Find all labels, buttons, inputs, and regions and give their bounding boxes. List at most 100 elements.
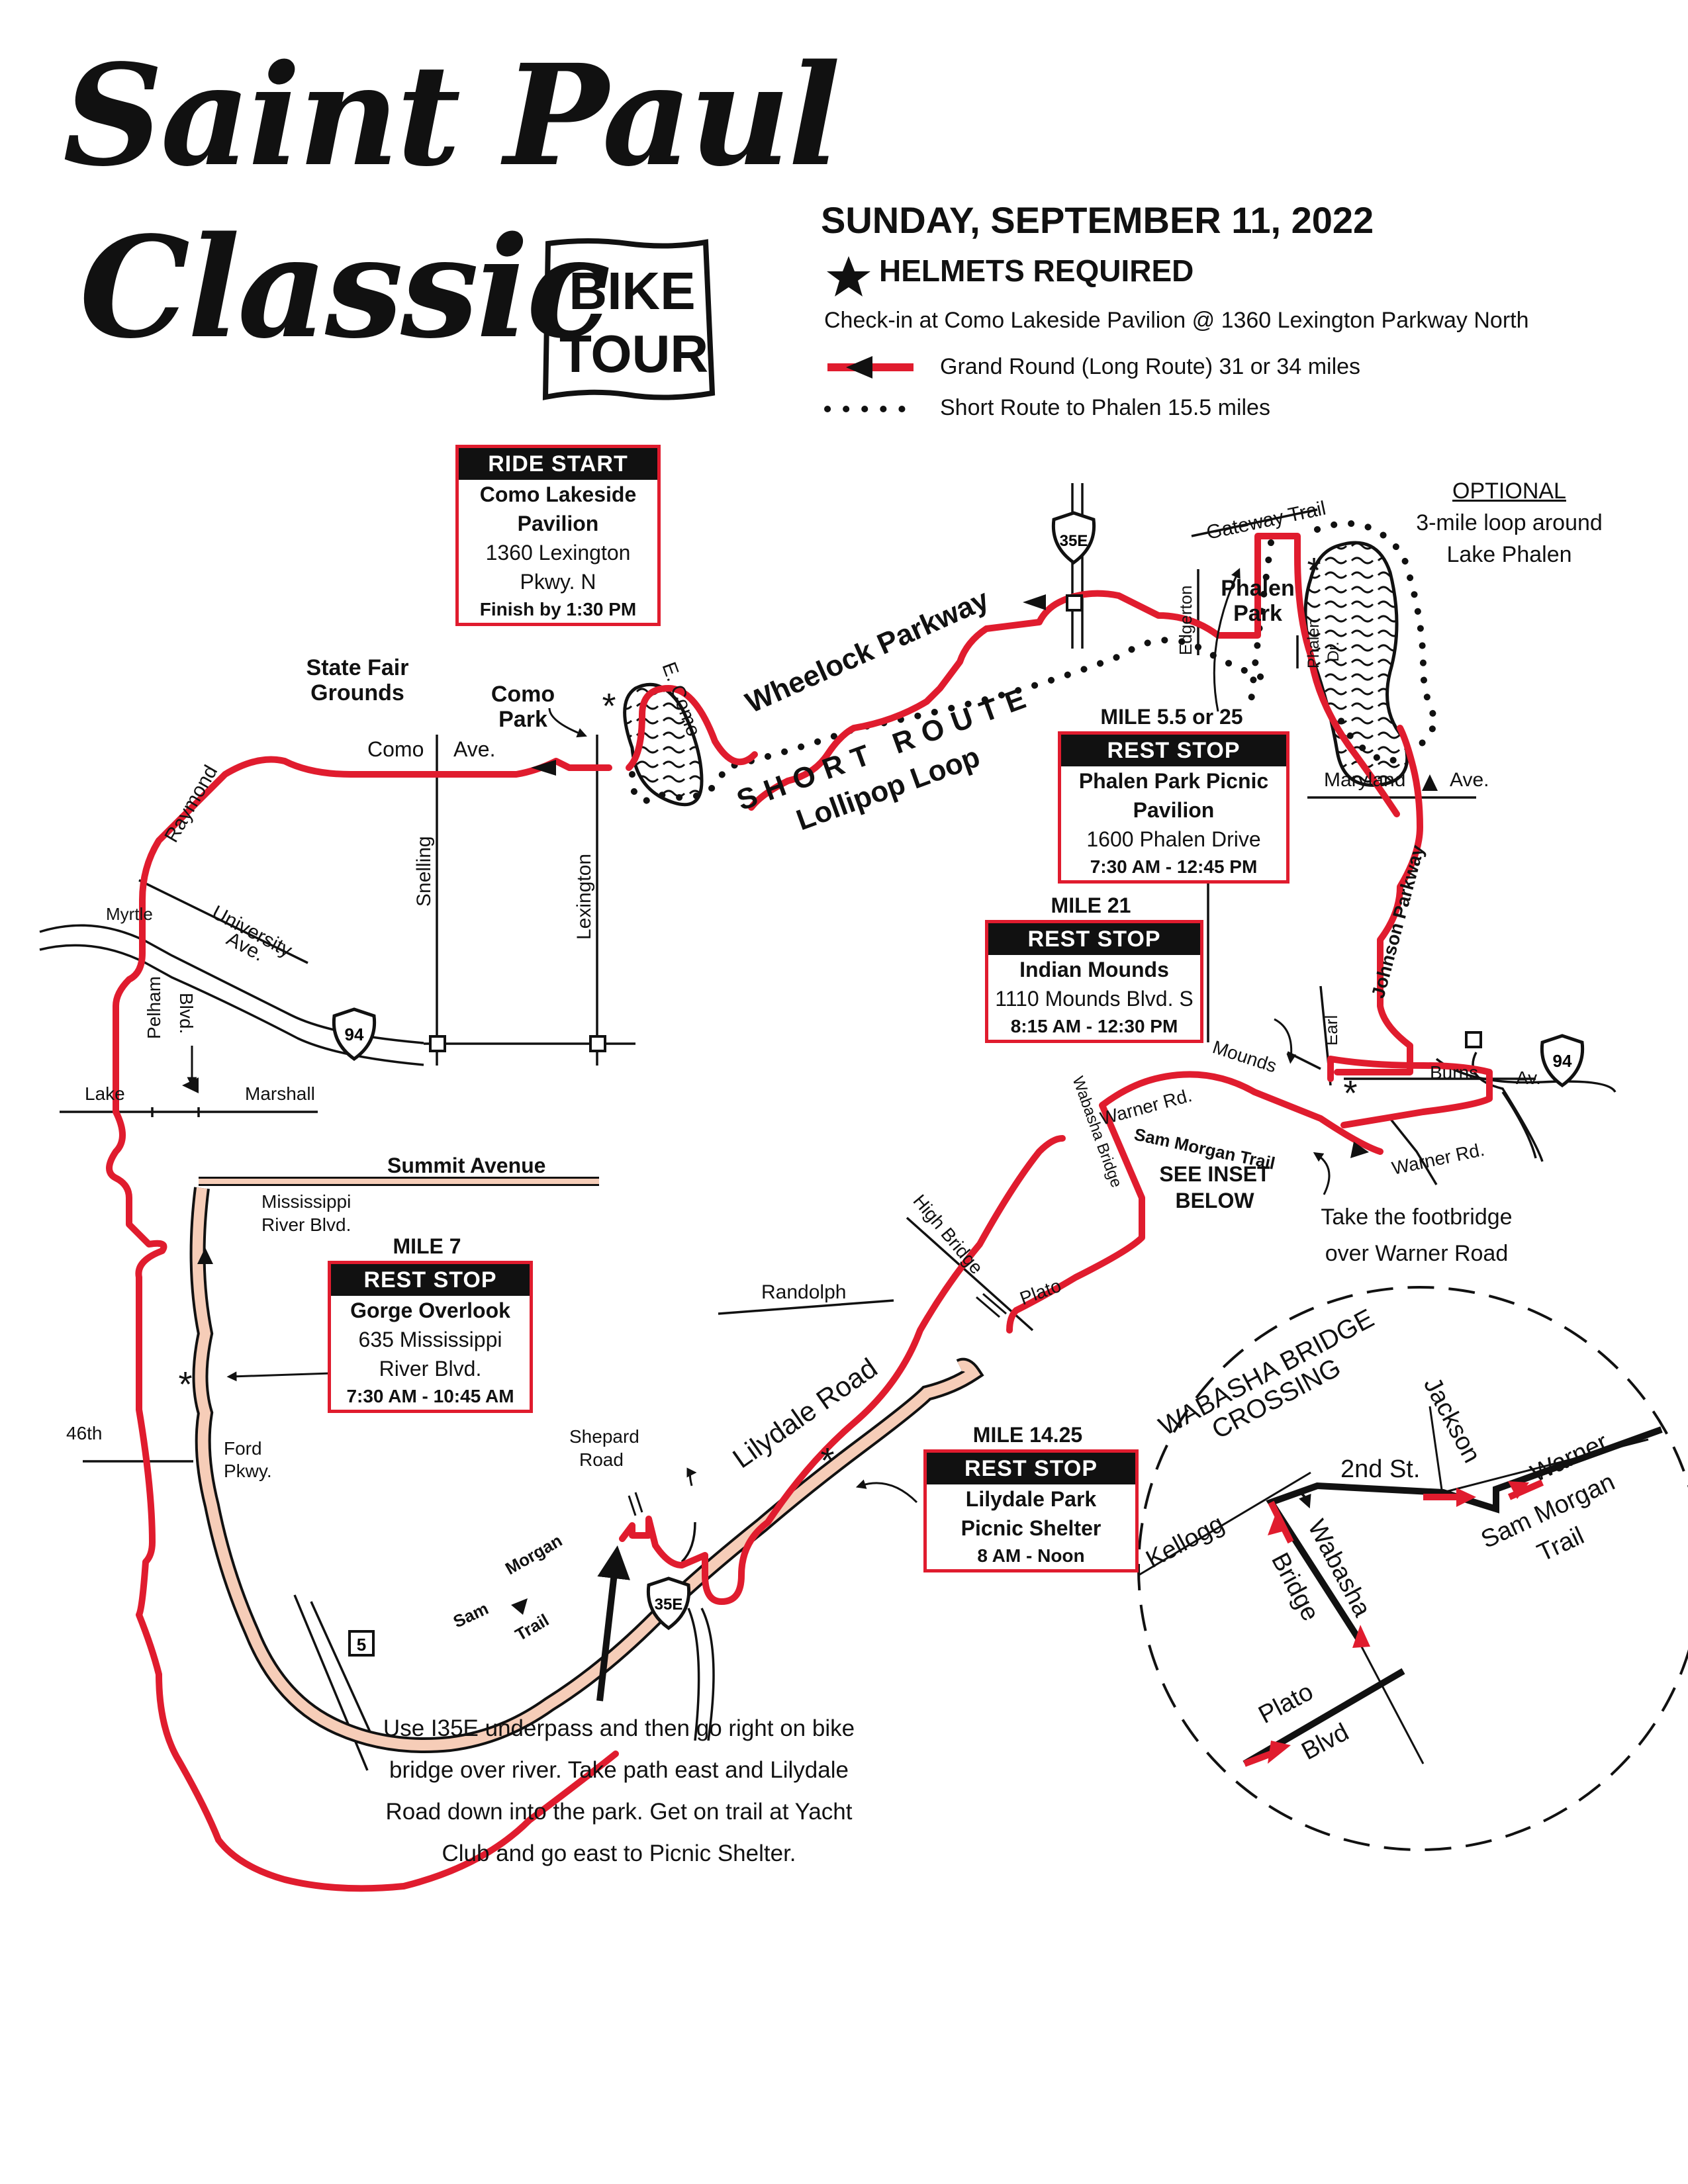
label-miss-2: River Blvd.: [261, 1214, 351, 1235]
label-phalen-dr-2: Dr.: [1325, 641, 1342, 662]
inset-bridge: Bridge: [1266, 1549, 1325, 1626]
optional-title: OPTIONAL: [1452, 478, 1566, 504]
ride-start-box: RIDE START Como Lakeside Pavilion 1360 L…: [455, 445, 661, 626]
rest-stop-markers: * * * * *: [178, 551, 1357, 1480]
inset-title-1: WABASHA BRIDGE: [1154, 1304, 1379, 1441]
lilydale-time: 8 AM - Noon: [977, 1545, 1085, 1566]
label-footbridge-2: over Warner Road: [1325, 1241, 1509, 1266]
title-saint-paul: Saint Paul: [63, 34, 841, 197]
inset-plato: Plato: [1254, 1678, 1318, 1729]
mounds-addr: 1110 Mounds Blvd. S: [995, 987, 1194, 1011]
svg-text:*: *: [1307, 551, 1321, 590]
underpass-line-1: Use I35E underpass and then go right on …: [383, 1715, 855, 1741]
label-phalen-park-1: Phalen: [1221, 576, 1294, 601]
label-state-fair-2: Grounds: [310, 680, 404, 705]
ride-start-time: Finish by 1:30 PM: [479, 599, 637, 619]
label-plato: Plato: [1017, 1275, 1064, 1309]
svg-text:5: 5: [357, 1635, 366, 1655]
ride-start-addr-1: 1360 Lexington: [485, 541, 631, 565]
label-warner-rd-south: Warner Rd.: [1390, 1139, 1486, 1179]
svg-text:*: *: [602, 686, 616, 726]
label-morgan: Morgan: [502, 1530, 565, 1578]
phalen-name-2: Pavilion: [1133, 798, 1215, 822]
lilydale-mile: MILE 14.25: [972, 1423, 1083, 1447]
label-maryland: Maryland: [1324, 769, 1405, 791]
label-lake: Lake: [85, 1083, 125, 1104]
gorge-addr-1: 635 Mississippi: [358, 1328, 502, 1351]
label-ford-1: Ford: [224, 1438, 262, 1459]
badge-tour: TOUR: [559, 324, 709, 383]
gorge-name: Gorge Overlook: [350, 1298, 510, 1322]
label-ford-2: Pkwy.: [224, 1461, 272, 1481]
label-wheelock: Wheelock Parkway: [741, 583, 994, 719]
gorge-mile: MILE 7: [393, 1234, 461, 1258]
phalen-addr: 1600 Phalen Drive: [1086, 827, 1261, 851]
label-mounds: Mounds: [1210, 1036, 1279, 1076]
underpass-arrow: [596, 1545, 630, 1702]
label-pelham-2: Blvd.: [176, 993, 197, 1034]
label-state-fair-1: State Fair: [306, 655, 409, 680]
ride-start-name-1: Como Lakeside: [479, 482, 637, 506]
label-burns-av: Av.: [1516, 1068, 1541, 1088]
callout-arrows: [226, 568, 1331, 1504]
interstate-35e-north: 35E: [1051, 511, 1096, 565]
phalen-rest-stop-box: REST STOP Phalen Park Picnic Pavilion 16…: [1058, 731, 1289, 884]
phalen-header: REST STOP: [1061, 735, 1286, 766]
label-earl: Earl: [1321, 1015, 1341, 1046]
svg-text:35E: 35E: [1060, 532, 1088, 550]
label-como-ave-1: Como: [367, 737, 424, 761]
label-miss-1: Mississippi: [261, 1191, 351, 1212]
lilydale-name-2: Picnic Shelter: [961, 1516, 1102, 1540]
title-classic: Classic: [79, 206, 611, 369]
wabasha-inset: WABASHA BRIDGE CROSSING Kellogg 2nd St. …: [1137, 1286, 1688, 1851]
mounds-header: REST STOP: [988, 923, 1200, 955]
interstate-94-east: 94: [1540, 1034, 1585, 1088]
legend-long-route-label: Grand Round (Long Route) 31 or 34 miles: [940, 354, 1361, 379]
svg-text:*: *: [820, 1441, 834, 1480]
badge-bike: BIKE: [569, 261, 696, 320]
label-myrtle: Myrtle: [106, 904, 153, 924]
lilydale-name-1: Lilydale Park: [965, 1487, 1097, 1511]
gorge-time: 7:30 AM - 10:45 AM: [346, 1386, 514, 1406]
phalen-mile: MILE 5.5 or 25: [1100, 705, 1243, 729]
label-shepard-1: Shepard: [569, 1426, 639, 1447]
label-phalen-dr-1: Phalen: [1305, 619, 1323, 668]
mounds-mile: MILE 21: [1051, 893, 1131, 917]
checkin-info: Check-in at Como Lakeside Pavilion @ 136…: [824, 308, 1529, 333]
label-pelham-1: Pelham: [144, 976, 164, 1039]
gorge-addr-2: River Blvd.: [379, 1357, 482, 1381]
inset-kellogg: Kellogg: [1142, 1510, 1229, 1574]
route-arrows: [182, 594, 1438, 1615]
label-high-bridge: High Bridge: [909, 1191, 987, 1278]
label-lexington: Lexington: [573, 854, 595, 940]
underpass-note: Use I35E underpass and then go right on …: [367, 1707, 870, 1874]
label-edgerton: Edgerton: [1176, 585, 1196, 655]
underpass-line-3: Road down into the park. Get on trail at…: [385, 1799, 853, 1825]
legend-short-route-label: Short Route to Phalen 15.5 miles: [940, 395, 1270, 420]
ride-start-name-2: Pavilion: [517, 512, 599, 535]
label-johnson: Johnson Parkway: [1368, 842, 1429, 1000]
helmets-required: HELMETS REQUIRED: [879, 253, 1194, 288]
gorge-rest-stop-box: REST STOP Gorge Overlook 635 Mississippi…: [328, 1261, 533, 1413]
label-trail: Trail: [512, 1610, 552, 1645]
mounds-time: 8:15 AM - 12:30 PM: [1010, 1016, 1178, 1036]
svg-text:*: *: [1343, 1073, 1357, 1113]
underpass-line-4: Club and go east to Picnic Shelter.: [442, 1841, 796, 1866]
inset-jackson: Jackson: [1418, 1373, 1486, 1468]
svg-text:*: *: [178, 1365, 192, 1404]
svg-text:35E: 35E: [655, 1596, 683, 1614]
label-see-inset-2: BELOW: [1175, 1189, 1254, 1212]
phalen-time: 7:30 AM - 12:45 PM: [1090, 856, 1258, 877]
label-randolph: Randolph: [761, 1281, 846, 1303]
optional-line-2: Lake Phalen: [1446, 542, 1572, 567]
star-icon: [827, 256, 870, 296]
svg-text:94: 94: [1553, 1051, 1572, 1071]
label-shepard-2: Road: [579, 1449, 624, 1470]
label-warner-rd-north: Warner Rd.: [1098, 1085, 1194, 1129]
underpass-line-2: bridge over river. Take path east and Li…: [389, 1757, 849, 1783]
label-raymond: Raymond: [160, 762, 222, 846]
label-como-ave-2: Ave.: [453, 737, 495, 761]
long-route: [106, 533, 1493, 1892]
svg-text:94: 94: [345, 1024, 364, 1044]
